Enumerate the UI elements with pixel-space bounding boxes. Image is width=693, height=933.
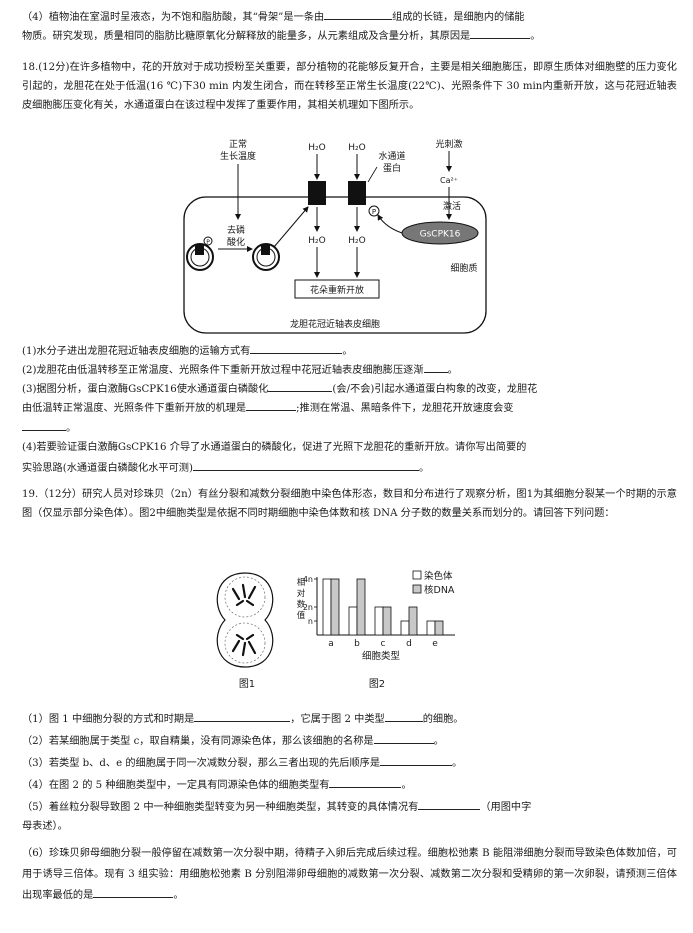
legend-swatch-dna [412,584,422,594]
answer-blank[interactable] [384,711,423,722]
aquaporin-label-1: 水通道 [378,150,405,162]
answer-blank[interactable] [246,400,297,411]
bar-chromosome [374,606,384,636]
aquaporin-channel-1 [308,181,326,205]
q18-sub2: (2)龙胆花由低温转移至正常温度、光照条件下重新开放过程中花冠近轴表皮细胞膨压逐… [22,362,677,378]
q18-sub4-line2: 实验思路(水通道蛋白磷酸化水平可测)。 [22,460,677,476]
reopen-label: 花朵重新开放 [310,284,364,296]
figure-1-label: 图1 [239,678,255,690]
q18-sub3-line2: 由低温转正常温度、光照条件下重新开放的机理是;推测在常温、黑暗条件下，龙胆花开放… [22,400,677,416]
q19-intro: 19.（12分）研究人员对珍珠贝（2n）有丝分裂和减数分裂细胞中染色体形态，数目… [22,489,677,519]
bar-dna [408,606,418,636]
answer-blank[interactable] [250,343,343,354]
y-tick-label: 4n [303,575,313,584]
q19-sub4: （4）在图 2 的 5 种细胞类型中，一定具有同源染色体的细胞类型有。 [22,777,677,793]
answer-blank[interactable] [324,9,393,20]
aquaporin-label-2: 蛋白 [383,162,401,174]
category-label: d [406,639,412,649]
answer-blank[interactable] [268,381,333,392]
q18-sub3-line3: 。 [22,420,677,436]
dephos-label-2: 酸化 [227,236,245,248]
answer-blank[interactable] [329,777,402,788]
legend: 染色体 核DNA [412,570,455,596]
bar-chromosome [322,578,332,636]
category-label: e [432,639,438,649]
aquaporin-mechanism-diagram: 正常 生长温度 去磷 酸化 P H₂O H₂O 水通道 蛋白 P H₂O H₂O… [183,138,487,334]
q19-sub3: （3）若类型 b、d、e 的细胞属于同一次减数分裂，那么三者出现的先后顺序是。 [22,755,677,771]
bar-chromosome [426,620,436,636]
q19-sub1: （1）图 1 中细胞分裂的方式和时期是，它属于图 2 中类型的细胞。 [22,711,677,727]
q17-4-line1: （4）植物油在室温时呈液态，为不饱和脂肪酸，其“骨架”是一条由组成的长链，是细胞… [22,9,677,25]
answer-blank[interactable] [192,460,419,471]
answer-blank[interactable] [418,799,481,810]
answer-blank[interactable] [373,733,434,744]
legend-dna: 核DNA [424,584,455,596]
epidermal-cell-outline [183,196,487,334]
q18-sub1: (1)水分子进出龙胆花冠近轴表皮细胞的运输方式有。 [22,343,677,359]
y-tick-label: 2n [303,603,313,612]
q18-sub3-line1: (3)据图分析，蛋白激酶GsCPK16使水通道蛋白磷酸化(会/不会)引起水通道蛋… [22,381,677,397]
temp-label-2: 生长温度 [220,150,256,162]
bar-chromosome [400,620,410,636]
bar-dna [330,578,340,636]
answer-blank[interactable] [194,711,291,722]
h2o-label: H₂O [348,143,365,153]
category-label: b [354,639,360,649]
q19-sub5-line2: 母表述）。 [22,821,68,832]
q19-sub6: （6）珍珠贝卵母细胞分裂一般停留在减数第一次分裂中期，待精子入卵后完成后续过程。… [22,848,677,901]
y-axis-label-char: 相 [297,577,306,588]
bar-chromosome [348,606,358,636]
cytoplasm-label: 细胞质 [450,262,477,274]
y-tick-label: n [308,617,313,626]
bar-dna [434,620,444,636]
kinase-label: GsCPK16 [420,230,461,240]
answer-blank[interactable] [380,755,453,766]
answer-blank[interactable] [22,420,66,431]
category-label: c [381,639,386,649]
q18-sub4-line1: (4)若要验证蛋白激酶GsCPK16 介导了水通道蛋白的磷酸化，促进了光照下龙胆… [22,442,527,453]
aquaporin-channel-2 [348,181,366,205]
dividing-cell-figure: 图1 [216,572,274,690]
bar-dna [356,578,366,636]
bar-dna [382,606,392,636]
y-axis-label-char: 数 [297,599,306,610]
q19-sub5-line1: （5）着丝粒分裂导致图 2 中一种细胞类型转变为另一种细胞类型，其转变的具体情况… [22,799,677,815]
category-label: a [328,639,334,649]
h2o-label: H₂O [308,236,325,246]
answer-blank[interactable] [93,887,174,898]
vesicle-dephosphorylated [252,243,280,271]
svg-text:P: P [372,208,376,216]
activate-label: 激活 [443,200,461,212]
y-axis-label-char: 值 [297,610,306,621]
phosphate-marker [368,205,380,217]
legend-chromosome: 染色体 [424,570,453,582]
temp-label-1: 正常 [229,138,247,150]
y-axis-label-char: 对 [297,588,306,599]
legend-swatch-chromosome [412,570,422,580]
h2o-label: H₂O [308,143,325,153]
q19-sub2: （2）若某细胞属于类型 c，取自精巢，没有同源染色体，那么该细胞的名称是。 [22,733,677,749]
calcium-label: Ca²⁺ [440,176,458,185]
svg-text:P: P [206,239,210,246]
q18-intro: 18.(12分)在许多植物中，花的开放对于成功授粉至关重要，部分植物的花能够反复… [22,62,677,111]
reopen-box [294,279,380,299]
x-axis-label: 细胞类型 [362,650,401,662]
vesicle-phosphorylated: P [186,236,214,271]
h2o-label: H₂O [348,236,365,246]
figure-2-label: 图2 [369,678,385,690]
answer-blank[interactable] [423,362,448,373]
cell-label: 龙胆花冠近轴表皮细胞 [290,318,380,330]
light-label: 光刺激 [435,138,462,150]
dephos-label-1: 去磷 [227,224,245,236]
answer-blank[interactable] [470,28,531,39]
q17-4-line2: 物质。研究发现，质量相同的脂肪比糖原氧化分解释放的能量多，从元素组成及含量分析，… [22,28,677,44]
